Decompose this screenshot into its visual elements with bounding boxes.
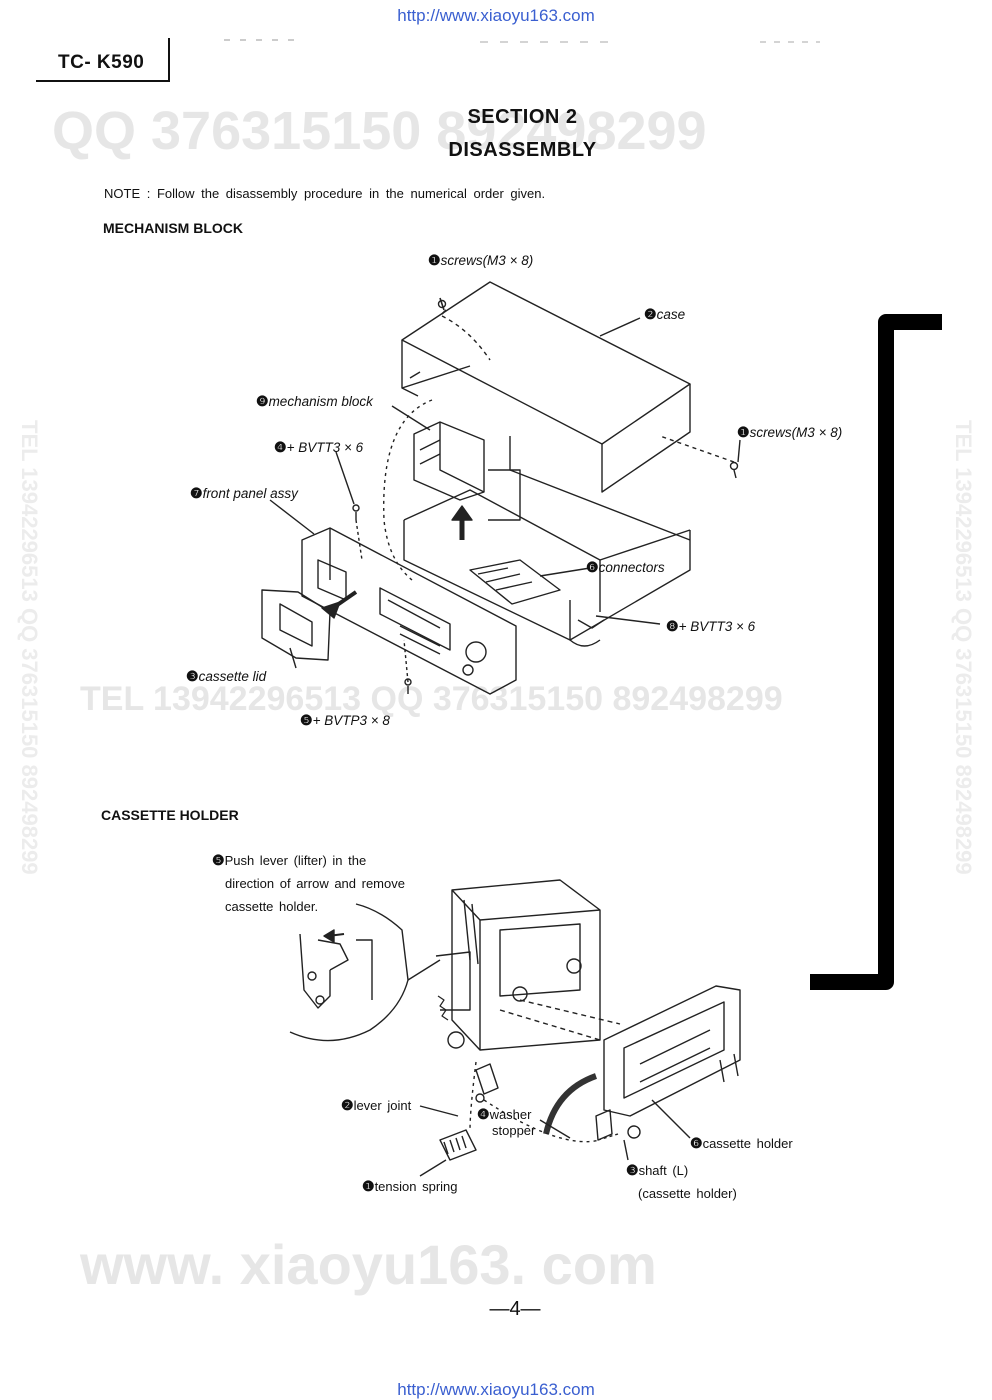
badge-8: ❽	[666, 618, 679, 634]
watermark-tel: TEL 13942296513 QQ 376315150 892498299	[80, 680, 783, 718]
label-text: + BVTT3 × 6	[286, 440, 364, 455]
url-top[interactable]: http://www.xiaoyu163.com	[397, 6, 595, 25]
label-text: washer	[489, 1107, 532, 1122]
label-connectors: ❻connectors	[586, 559, 665, 576]
label-washer: ❹washer	[477, 1106, 531, 1123]
label-text: tension spring	[374, 1179, 458, 1194]
label-mechanism-block: ❾mechanism block	[256, 393, 373, 410]
instruction-text: Push lever (lifter) in the	[224, 853, 367, 868]
label-shaft-sub: (cassette holder)	[638, 1186, 737, 1201]
label-screws-top: ❶screws(M3 × 8)	[428, 252, 533, 269]
note-text: NOTE : Follow the disassembly procedure …	[104, 186, 546, 201]
label-front-panel: ❼front panel assy	[190, 485, 298, 502]
label-cassette-holder: ❻cassette holder	[690, 1135, 793, 1152]
badge-3: ❸	[626, 1162, 639, 1178]
label-text: front panel assy	[202, 486, 298, 501]
badge-1: ❶	[362, 1178, 375, 1194]
badge-3: ❸	[186, 668, 199, 684]
instruction-line-2: direction of arrow and remove	[225, 876, 405, 891]
cassette-holder-heading: CASSETTE HOLDER	[101, 807, 239, 823]
label-text: lever joint	[353, 1098, 412, 1113]
watermark-qq: QQ 376315150 892498299	[52, 101, 707, 161]
label-case: ❷case	[644, 306, 685, 323]
label-text: + BVTT3 × 6	[678, 619, 756, 634]
watermark-site: www. xiaoyu163. com	[80, 1233, 657, 1296]
label-text: + BVTP3 × 8	[312, 713, 390, 728]
label-text: shaft (L)	[638, 1163, 689, 1178]
section-title: DISASSEMBLY	[448, 139, 597, 161]
badge-4: ❹	[274, 439, 287, 455]
mechanism-block-heading: MECHANISM BLOCK	[103, 220, 243, 236]
label-stopper: stopper	[492, 1123, 536, 1138]
instruction-line-1: ❺Push lever (lifter) in the	[212, 852, 366, 869]
badge-1: ❶	[737, 424, 750, 440]
badge-1: ❶	[428, 252, 441, 268]
badge-4: ❹	[477, 1106, 490, 1122]
badge-2: ❷	[644, 306, 657, 322]
label-text: connectors	[598, 560, 665, 575]
section-number: SECTION 2	[467, 106, 578, 128]
header-dashes	[224, 39, 820, 43]
badge-5: ❺	[300, 712, 313, 728]
badge-5: ❺	[212, 852, 225, 868]
model-number: TC- K590	[58, 52, 145, 73]
label-bvtp: ❺+ BVTP3 × 8	[300, 712, 390, 729]
label-text: cassette lid	[198, 669, 267, 684]
label-text: cassette holder	[702, 1136, 793, 1151]
label-lever-joint: ❷lever joint	[341, 1097, 411, 1114]
label-screws-right: ❶screws(M3 × 8)	[737, 424, 842, 441]
badge-6: ❻	[586, 559, 599, 575]
label-shaft: ❸shaft (L)	[626, 1162, 688, 1179]
badge-6: ❻	[690, 1135, 703, 1151]
label-bvtt-8: ❽+ BVTT3 × 6	[666, 618, 755, 635]
badge-2: ❷	[341, 1097, 354, 1113]
badge-7: ❼	[190, 485, 203, 501]
label-text: mechanism block	[268, 394, 373, 409]
url-bottom[interactable]: http://www.xiaoyu163.com	[397, 1380, 595, 1399]
page-number: —4—	[489, 1298, 541, 1320]
label-text: screws(M3 × 8)	[440, 253, 534, 268]
label-cassette-lid: ❸cassette lid	[186, 668, 266, 685]
badge-9: ❾	[256, 393, 269, 409]
label-text: case	[656, 307, 686, 322]
label-bvtt-4: ❹+ BVTT3 × 6	[274, 439, 363, 456]
label-tension-spring: ❶tension spring	[362, 1178, 458, 1195]
label-text: screws(M3 × 8)	[749, 425, 843, 440]
model-box	[36, 38, 170, 82]
instruction-line-3: cassette holder.	[225, 899, 319, 914]
